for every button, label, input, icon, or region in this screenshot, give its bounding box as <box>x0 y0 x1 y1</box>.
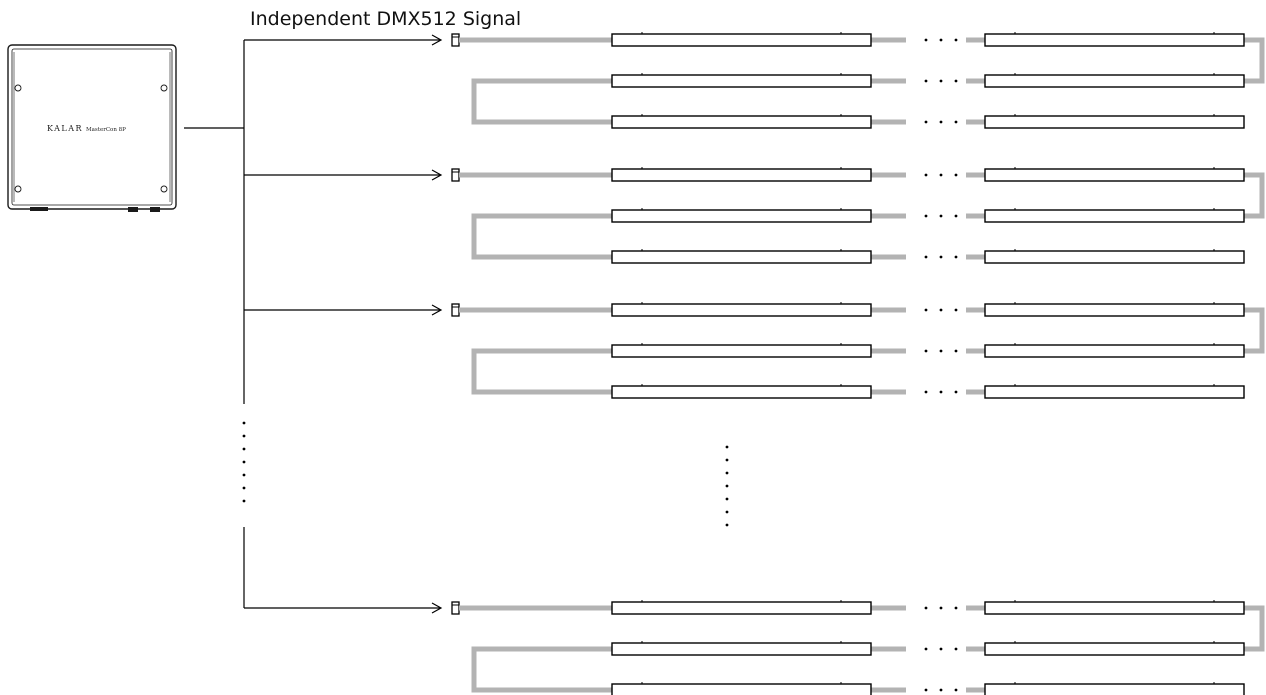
continuation-dot <box>924 390 928 394</box>
fixture-bar <box>611 73 872 88</box>
branch <box>244 302 1265 399</box>
signal-label: Independent DMX512 Signal <box>250 8 522 30</box>
trunk-line <box>184 40 245 608</box>
continuation-dot <box>924 38 928 42</box>
continuation-dot <box>954 349 958 353</box>
controller-model: MasterCon 8P <box>86 127 126 133</box>
fixture-bar <box>611 167 872 182</box>
branch <box>244 600 1265 695</box>
fixture-bar <box>611 114 872 129</box>
continuation-dot <box>924 173 928 177</box>
continuation-dot <box>939 38 943 42</box>
fixture-bar <box>611 302 872 317</box>
connector-icon <box>451 601 460 615</box>
branches <box>244 32 1265 695</box>
fixture-bar <box>984 114 1245 129</box>
continuation-dot <box>954 173 958 177</box>
fixture-bar <box>984 384 1245 399</box>
continuation-dot <box>939 255 943 259</box>
connector-icon <box>451 303 460 317</box>
continuation-dot <box>924 606 928 610</box>
continuation-dot <box>939 647 943 651</box>
fixture-bar <box>611 208 872 223</box>
continuation-dot <box>939 120 943 124</box>
fixture-bar <box>611 384 872 399</box>
continuation-dot <box>924 214 928 218</box>
continuation-dot <box>954 606 958 610</box>
continuation-dot <box>954 688 958 692</box>
screw-icon <box>14 84 22 92</box>
continuation-dot <box>924 688 928 692</box>
fixture-bar <box>984 73 1245 88</box>
continuation-dot <box>954 79 958 83</box>
continuation-dot <box>939 173 943 177</box>
cable-path <box>459 37 1265 125</box>
connector-icon <box>451 168 460 182</box>
fixture-bar <box>984 249 1245 264</box>
continuation-dot <box>939 79 943 83</box>
continuation-dot <box>924 79 928 83</box>
branch <box>244 167 1265 264</box>
connector-icon <box>451 33 460 47</box>
cable-path <box>459 307 1265 395</box>
continuation-dot <box>954 255 958 259</box>
cable-path <box>459 605 1265 693</box>
arrow-icon <box>431 169 443 181</box>
trunk-ellipsis <box>242 421 246 503</box>
continuation-dot <box>939 308 943 312</box>
screw-icon <box>160 84 168 92</box>
fixture-bar <box>984 682 1245 695</box>
fixture-bar <box>984 600 1245 615</box>
controller-brand: KALAR <box>47 124 83 133</box>
continuation-dot <box>954 38 958 42</box>
continuation-dot <box>939 688 943 692</box>
continuation-dot <box>939 606 943 610</box>
continuation-dot <box>954 308 958 312</box>
cable-path <box>459 172 1265 260</box>
fixture-bar <box>611 343 872 358</box>
fixture-bar <box>611 249 872 264</box>
continuation-dot <box>954 214 958 218</box>
controller-box: KALAR MasterCon 8P <box>7 44 177 212</box>
continuation-dot <box>924 120 928 124</box>
continuation-dot <box>954 390 958 394</box>
screw-icon <box>160 185 168 193</box>
continuation-dot <box>954 647 958 651</box>
continuation-dot <box>924 349 928 353</box>
fixture-bar <box>984 343 1245 358</box>
arrow-icon <box>431 34 443 46</box>
fixture-bar <box>984 167 1245 182</box>
screw-icon <box>14 185 22 193</box>
continuation-dot <box>924 308 928 312</box>
fixture-bar <box>984 208 1245 223</box>
continuation-dot <box>924 255 928 259</box>
branch <box>244 32 1265 129</box>
continuation-dot <box>939 349 943 353</box>
arrow-icon <box>431 304 443 316</box>
fixture-ellipsis <box>725 445 729 527</box>
fixture-bar <box>611 32 872 47</box>
continuation-dot <box>939 214 943 218</box>
fixture-bar <box>611 641 872 656</box>
fixture-bar <box>611 682 872 695</box>
continuation-dot <box>924 647 928 651</box>
fixture-bar <box>984 32 1245 47</box>
fixture-bar <box>984 302 1245 317</box>
continuation-dot <box>954 120 958 124</box>
continuation-dot <box>939 390 943 394</box>
fixture-bar <box>611 600 872 615</box>
fixture-bar <box>984 641 1245 656</box>
arrow-icon <box>431 602 443 614</box>
